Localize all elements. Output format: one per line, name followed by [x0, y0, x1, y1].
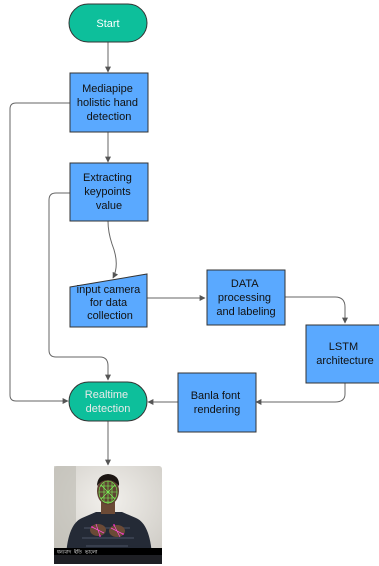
- lstm-process-box: [305, 324, 379, 384]
- input-camera-node: input camera for data collection: [69, 273, 148, 328]
- lstm-label-line-1: LSTM: [329, 341, 358, 353]
- realtime-label: Realtime detection: [85, 389, 131, 415]
- edge-extracting-to-realtime: [48, 192, 111, 381]
- input-camera-label-line-2: for data: [90, 297, 128, 309]
- mediapipe-label-line-2: holistic hand: [77, 97, 138, 109]
- realtime-label-line-2: detection: [86, 403, 131, 415]
- edge-extracting-to-input-camera: [107, 220, 119, 279]
- mediapipe-label-line-1: Mediapipe: [82, 83, 133, 95]
- hand-landmarks: [90, 523, 125, 538]
- realtime-terminal-shape: [68, 381, 148, 422]
- person-neck: [101, 502, 115, 514]
- mediapipe-label: Mediapipe holistic hand detection: [77, 83, 141, 123]
- input-camera-label-line-1: input camera: [77, 284, 141, 296]
- mediapipe-process-box: [69, 72, 149, 133]
- face-landmark-mesh: [98, 480, 118, 504]
- caption-text: ধন্যবাদ ইতি ভালো: [57, 550, 98, 556]
- edges: [9, 42, 348, 466]
- banla-label-line-1: Banla font: [191, 390, 241, 402]
- input-camera-manual-input-shape: [69, 273, 148, 328]
- realtime-label-line-1: Realtime: [85, 389, 128, 401]
- mediapipe-label-line-3: detection: [87, 111, 132, 123]
- lstm-label-line-2: architecture: [316, 355, 373, 367]
- input-camera-label-line-3: collection: [87, 310, 133, 322]
- extracting-process-box: [69, 162, 149, 222]
- extracting-label-line-2: keypoints: [84, 186, 131, 198]
- banla-label-line-2: rendering: [194, 404, 240, 416]
- edge-mediapipe-to-realtime: [9, 102, 70, 404]
- banla-process-box: [177, 372, 257, 433]
- caption-bar: [54, 548, 162, 555]
- edge-data-processing-to-lstm: [285, 296, 348, 324]
- extracting-label-line-3: value: [96, 200, 122, 212]
- start-terminal-shape: [68, 3, 148, 43]
- data-processing-process-box: [206, 269, 286, 326]
- data-processing-label-line-3: and labeling: [216, 306, 275, 318]
- data-processing-label-line-1: DATA: [231, 278, 259, 290]
- camera-frame-bottom: [54, 555, 162, 564]
- person-torso: [66, 512, 152, 556]
- banla-label: Banla font rendering: [191, 390, 244, 416]
- start-node: Start: [68, 3, 148, 43]
- banla-node: Banla font rendering: [177, 372, 257, 433]
- edge-lstm-to-banla: [255, 383, 346, 405]
- extracting-label-line-1: Extracting: [83, 172, 132, 184]
- extracting-label: Extracting keypoints value: [83, 172, 135, 212]
- data-processing-label: DATA processing and labeling: [216, 278, 275, 318]
- data-processing-label-line-2: processing: [218, 292, 271, 304]
- start-label: Start: [96, 18, 119, 30]
- lstm-node: LSTM architecture: [305, 324, 379, 384]
- mediapipe-node: Mediapipe holistic hand detection: [69, 72, 149, 133]
- extracting-node: Extracting keypoints value: [69, 162, 149, 222]
- input-camera-label: input camera for data collection: [77, 284, 144, 322]
- lstm-label: LSTM architecture: [316, 341, 373, 367]
- person-hair: [97, 474, 120, 486]
- realtime-node: Realtime detection: [68, 381, 148, 422]
- output-camera-image: ধন্যবাদ ইতি ভালো: [54, 466, 162, 564]
- data-processing-node: DATA processing and labeling: [206, 269, 286, 326]
